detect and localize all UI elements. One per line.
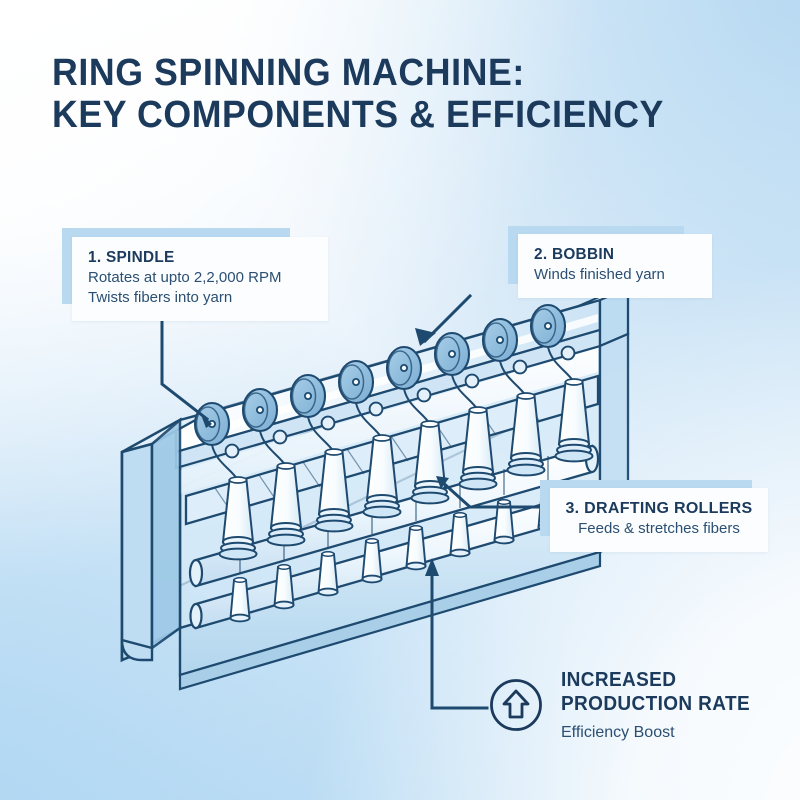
callout-drafting-rollers: 3. DRAFTING ROLLERS Feeds & stretches fi… <box>540 480 768 552</box>
efficiency-badge: INCREASED PRODUCTION RATE Efficiency Boo… <box>489 668 760 745</box>
callout-spindle: 1. SPINDLE Rotates at upto 2,2,000 RPM T… <box>62 228 328 321</box>
callout-bobbin: 2. BOBBIN Winds finished yarn <box>508 226 712 298</box>
callout-box: 3. DRAFTING ROLLERS Feeds & stretches fi… <box>550 488 768 552</box>
callout-title: 1. SPINDLE <box>88 249 175 266</box>
callout-title: 2. BOBBIN <box>534 246 615 263</box>
arrowhead-bobbin <box>415 328 436 346</box>
callout-line-1: Feeds & stretches fibers <box>578 520 740 537</box>
efficiency-head-line-1: INCREASED <box>561 669 677 691</box>
leader-rollers <box>437 477 542 509</box>
leader-production-rate <box>430 566 489 710</box>
callout-line-1: Rotates at upto 2,2,000 RPM <box>88 269 282 286</box>
arrowhead-rollers <box>436 476 449 489</box>
title-line-1: RING SPINNING MACHINE: <box>52 52 525 94</box>
page-title: RING SPINNING MACHINE: KEY COMPONENTS & … <box>52 52 692 136</box>
callout-arrowheads <box>200 328 449 576</box>
callout-box: 2. BOBBIN Winds finished yarn <box>518 234 712 298</box>
callout-box: 1. SPINDLE Rotates at upto 2,2,000 RPM T… <box>72 237 328 321</box>
callout-leaders <box>160 293 542 710</box>
title-line-2: KEY COMPONENTS & EFFICIENCY <box>52 94 664 136</box>
leader-spindle <box>160 310 210 422</box>
arrowhead-spindle <box>200 412 212 428</box>
efficiency-head-line-2: PRODUCTION RATE <box>561 693 751 715</box>
machine-body <box>120 286 630 691</box>
arrowhead-production-rate <box>425 558 439 576</box>
callout-title: 3. DRAFTING ROLLERS <box>565 500 753 517</box>
efficiency-sub: Efficiency Boost <box>561 724 675 741</box>
callout-line-2: Twists fibers into yarn <box>88 289 233 306</box>
efficiency-text: INCREASED PRODUCTION RATE Efficiency Boo… <box>561 668 760 745</box>
circled-up-arrow-icon <box>489 678 543 732</box>
machine-highlight-band <box>180 348 598 494</box>
callout-line-1: Winds finished yarn <box>534 266 665 283</box>
